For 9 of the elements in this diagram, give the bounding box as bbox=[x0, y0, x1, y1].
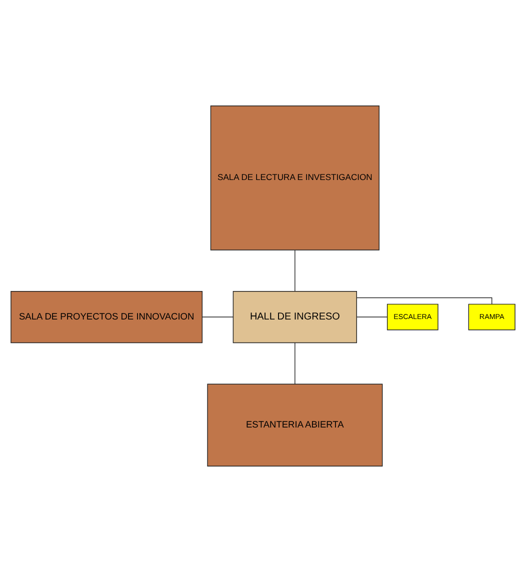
connector bbox=[356, 316, 388, 318]
node-box: SALA DE LECTURA E INVESTIGACION bbox=[210, 106, 380, 250]
node-box: HALL DE INGRESO bbox=[232, 291, 357, 344]
connector bbox=[294, 342, 296, 384]
connector bbox=[356, 297, 492, 304]
node-box: SALA DE PROYECTOS DE INNOVACION bbox=[10, 291, 203, 344]
connector bbox=[294, 250, 296, 292]
connector bbox=[202, 316, 234, 318]
node-box: ESTANTERIA ABIERTA bbox=[207, 384, 383, 466]
